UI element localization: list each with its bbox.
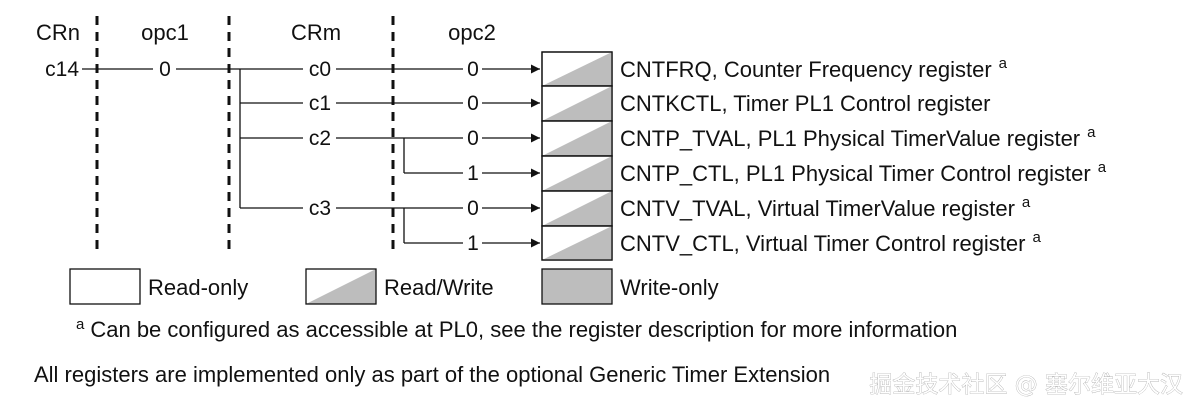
register-box-cntv-tval [541,190,613,227]
register-box-cntp-ctl [541,155,613,192]
legend-read-only: Read-only [69,268,248,305]
header-opc2: opc2 [448,20,496,45]
register-name-cntp-ctl: CNTP_CTL, PL1 Physical Timer Control reg… [620,159,1107,186]
legend-label-read-write: Read/Write [384,275,494,300]
crm-value-c1: c1 [309,92,331,115]
legend-label-read-only: Read-only [148,275,248,300]
legend-write-only: Write-only [541,268,719,305]
column-dividers [95,16,395,255]
legend-swatch-read-write [306,269,376,304]
footnote-mark: a [76,316,85,333]
register-name-cntp-tval: CNTP_TVAL, PL1 Physical TimerValue regis… [620,124,1096,151]
header-crm: CRm [291,20,341,45]
opc2-value-3: 1 [467,162,479,185]
legend-read-write: Read/Write [305,268,494,305]
header-opc1: opc1 [141,20,189,45]
footnote: a Can be configured as accessible at PL0,… [76,316,957,342]
crm-value-c3: c3 [309,197,331,220]
opc2-value-0: 0 [467,58,479,81]
register-box-cntv-ctl [541,225,613,261]
opc2-value-2: 0 [467,127,479,150]
register-boxes [541,51,613,261]
legend: Read-only Read/Write Write-only [69,268,719,305]
crm-value-c2: c2 [309,127,331,150]
crm-value-c0: c0 [309,58,331,81]
opc2-value-5: 1 [467,232,479,255]
legend-label-write-only: Write-only [620,275,719,300]
register-box-cntp-tval [541,120,613,157]
footnote-text: Can be configured as accessible at PL0, … [90,317,957,342]
crn-value: c14 [45,58,79,81]
register-name-cntkctl: CNTKCTL, Timer PL1 Control register [620,91,990,116]
opc1-value: 0 [159,58,171,81]
implementation-note: All registers are implemented only as pa… [34,362,830,387]
register-box-cntfrq [541,51,613,87]
opc2-values: 0 0 0 1 0 1 [467,58,479,255]
register-box-cntkctl [541,85,613,122]
legend-swatch-write-only [541,268,613,305]
header-crn: CRn [36,20,80,45]
legend-swatch-read-only [69,268,141,305]
register-name-cntv-ctl: CNTV_CTL, Virtual Timer Control register… [620,229,1042,256]
wiring [82,64,540,248]
opc2-value-4: 0 [467,197,479,220]
watermark: 掘金技术社区 @ 塞尔维亚大汉 [869,372,1183,398]
opc2-value-1: 0 [467,92,479,115]
